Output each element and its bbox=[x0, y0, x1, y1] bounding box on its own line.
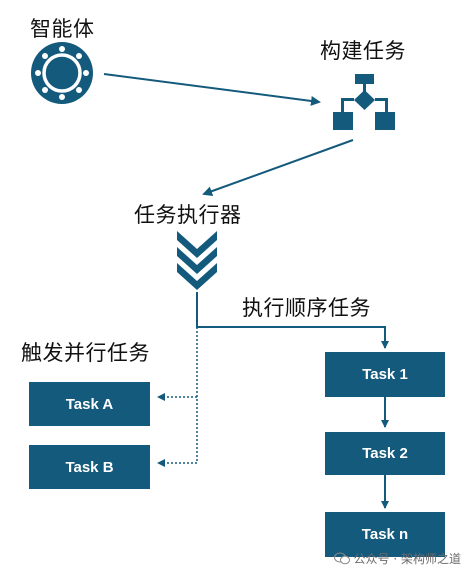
task-n-box: Task n bbox=[325, 512, 445, 557]
flowchart-icon bbox=[333, 74, 395, 130]
watermark: 公众号 · 架构师之道 bbox=[333, 550, 461, 567]
sequential-label: 执行顺序任务 bbox=[242, 296, 371, 320]
chevrons-down-icon bbox=[177, 231, 217, 290]
task-1-box: Task 1 bbox=[325, 352, 445, 397]
arrow-agent-to-build bbox=[103, 73, 321, 106]
gear-ring-icon bbox=[31, 42, 93, 104]
task-2-box: Task 2 bbox=[325, 432, 445, 475]
connector-sequential bbox=[196, 292, 389, 349]
task-b-box: Task B bbox=[29, 445, 150, 489]
connector-parallel bbox=[157, 327, 198, 467]
parallel-label: 触发并行任务 bbox=[21, 341, 150, 365]
task-executor-label: 任务执行器 bbox=[134, 203, 242, 227]
task-a-box: Task A bbox=[29, 382, 150, 426]
wechat-icon bbox=[333, 552, 350, 565]
build-tasks-label: 构建任务 bbox=[320, 39, 406, 63]
watermark-text: 公众号 · 架构师之道 bbox=[353, 552, 461, 566]
arrow-build-to-executor bbox=[202, 139, 354, 196]
agent-label: 智能体 bbox=[30, 17, 95, 41]
